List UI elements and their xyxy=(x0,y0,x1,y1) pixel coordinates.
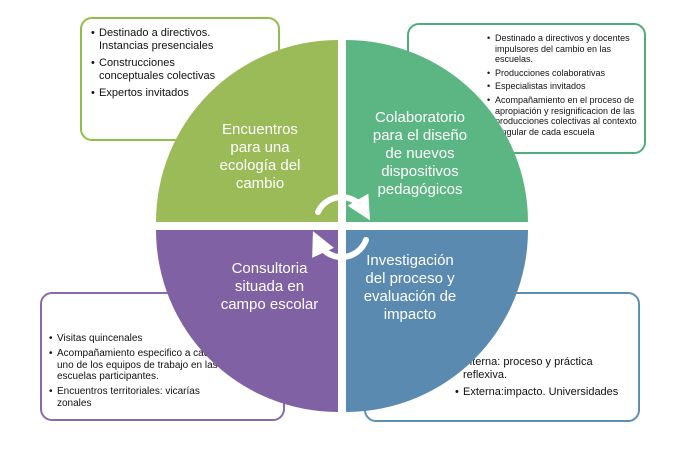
quadrant-label-encuentros: Encuentros para una ecología del cambio xyxy=(219,121,301,192)
list-item: Destinado a directivos y docentes impuls… xyxy=(487,33,645,65)
list-item: Acompañamiento especifico a cada uno de … xyxy=(49,348,234,383)
list-item: Expertos invitados xyxy=(91,87,215,100)
list-item: Especialistas invitados xyxy=(487,81,645,92)
quadrant-bottom-left xyxy=(156,230,338,412)
list-item: Acompañamiento en el proceso de apropiac… xyxy=(487,95,645,137)
quadrant-bottom-right xyxy=(346,230,528,412)
box-investigacion-list: Interna: proceso y práctica reflexiva. E… xyxy=(455,356,635,403)
box-consultoria-list: Visitas quincenales Acompañamiento espec… xyxy=(49,333,234,413)
list-item: Visitas quincenales xyxy=(49,333,234,345)
box-encuentros-list: Destinado a directivos. Instancias prese… xyxy=(91,27,215,104)
quadrant-label-investigacion: Investigación del proceso y evaluación d… xyxy=(363,252,457,323)
box-colaboratorio-list: Destinado a directivos y docentes impuls… xyxy=(487,33,645,140)
quadrant-top-left xyxy=(156,40,338,222)
list-item: Producciones colaborativas xyxy=(487,68,645,79)
quadrant-label-consultoria: Consultoria situada en campo escolar xyxy=(220,260,319,313)
list-item: Construcciones conceptuales colectivas xyxy=(91,57,215,83)
quadrant-label-colaboratorio: Colaboratorio para el diseño de nuevos d… xyxy=(372,109,468,198)
list-item: Externa:impacto. Universidades xyxy=(455,386,635,399)
list-item: Encuentros territoriales: vicarías zonal… xyxy=(49,386,234,410)
quadrant-top-right xyxy=(346,40,528,222)
list-item: Destinado a directivos. Instancias prese… xyxy=(91,27,215,53)
